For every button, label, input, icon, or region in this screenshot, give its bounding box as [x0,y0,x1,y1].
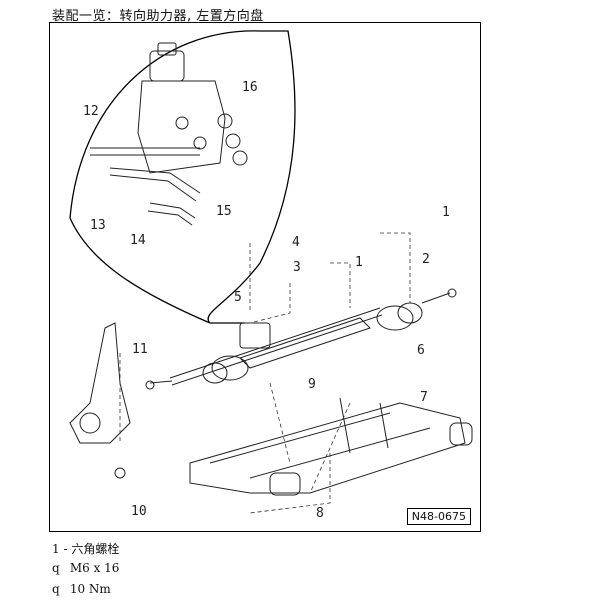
valve-body [90,42,248,226]
callout-13: 13 [90,218,106,233]
figure-id: N48-0675 [406,508,471,525]
detail-circle-outline [69,30,296,324]
callout-8: 8 [316,506,324,521]
subframe [189,397,473,496]
legend-item-number: 1 - [52,542,68,556]
bullet-q-1: q [52,561,60,575]
callout-1a: 1 [442,205,450,220]
page-title: 装配一览：转向助力器, 左置方向盘 [52,9,264,24]
callout-11: 11 [132,342,148,357]
callout-14: 14 [130,233,146,248]
steering-rack [145,288,457,390]
callout-2: 2 [422,252,430,267]
steering-knuckle [69,322,131,479]
callout-7: 7 [420,390,428,405]
callout-10: 10 [131,504,147,519]
exploded-diagram: 1 1 2 3 4 5 6 7 8 9 10 11 12 13 14 15 16… [49,22,481,532]
leader-lines [119,232,411,514]
legend-item-name: 六角螺栓 [71,542,120,556]
spec-torque-value: 10 Nm [69,582,111,596]
callout-5: 5 [234,290,242,305]
callout-1b: 1 [355,255,363,270]
legend-item-1: 1 - 六角螺栓 [52,540,119,557]
bullet-q-2: q [52,582,60,596]
callout-6: 6 [417,343,425,358]
callout-3: 3 [293,260,301,275]
callout-4: 4 [292,235,300,250]
spec-size-value: M6 x 16 [69,561,120,575]
callout-15: 15 [216,204,232,219]
steering-rack-drawing: 1 1 2 3 4 5 6 7 8 9 10 11 12 13 14 15 16 [69,30,473,521]
callout-16: 16 [242,80,258,95]
detail-circle-tail [69,217,245,324]
legend-spec-size: q M6 x 16 [52,561,119,575]
callout-12: 12 [83,104,99,119]
legend-spec-torque: q 10 Nm [52,582,111,596]
callout-9: 9 [308,377,316,392]
